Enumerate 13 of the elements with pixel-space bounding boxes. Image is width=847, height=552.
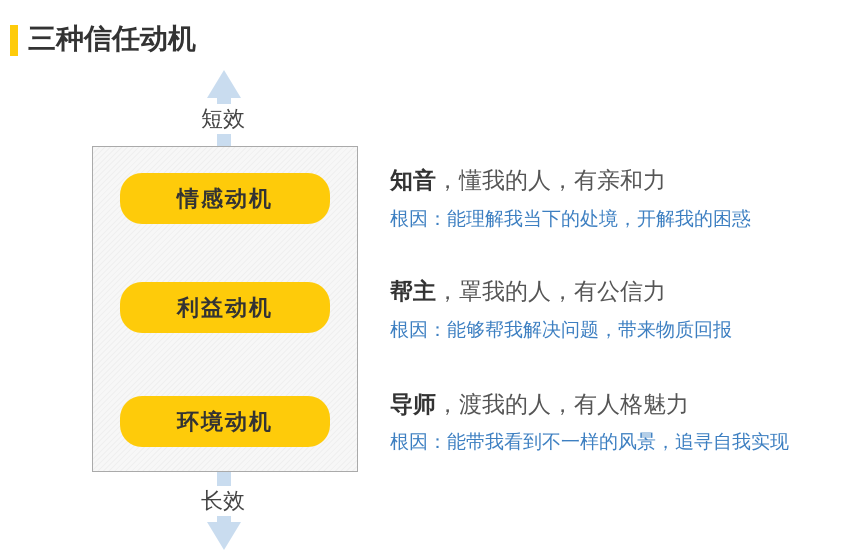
motive-pill: 情感动机: [120, 173, 330, 224]
motive-description: 帮主，罩我的人，有公信力: [390, 278, 666, 307]
root-cause-note: 根因：能够帮我解决问题，带来物质回报: [390, 318, 732, 343]
root-cause-note: 根因：能带我看到不一样的风景，追寻自我实现: [390, 430, 789, 455]
axis-label: 长效: [200, 486, 246, 516]
root-cause-note: 根因：能理解我当下的处境，开解我的困惑: [390, 207, 751, 232]
motive-description: 导师，渡我的人，有人格魅力: [390, 391, 689, 420]
motive-pill: 利益动机: [120, 282, 330, 333]
axis-label: 短效: [200, 104, 246, 134]
title: 三种信任动机: [28, 21, 196, 57]
motive-pill: 环境动机: [120, 396, 330, 447]
panel-box: [92, 146, 358, 472]
motive-description: 知音，懂我的人，有亲和力: [390, 167, 666, 196]
